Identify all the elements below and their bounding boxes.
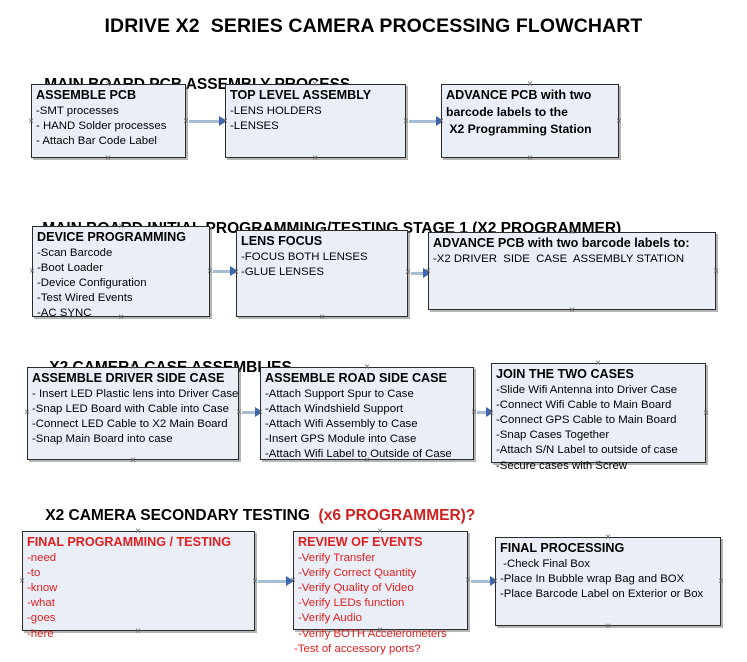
node-line: - Insert LED Plastic lens into Driver Ca…: [32, 387, 239, 400]
node-title: TOP LEVEL ASSEMBLY: [230, 88, 372, 102]
node-line: barcode labels to the: [446, 104, 568, 119]
node-line: -what: [27, 597, 55, 610]
node-line: -Scan Barcode: [37, 246, 113, 259]
node-line: -Slide Wifi Antenna into Driver Case: [496, 383, 678, 396]
connector-arrow: [477, 411, 489, 414]
node-line: X2 Programming Station: [446, 122, 592, 136]
node-line: -Verify BOTH Accelerometers: [298, 627, 447, 640]
node-line: -goes: [27, 612, 56, 625]
node-line-overflow: -Test of accessory ports?: [294, 642, 421, 655]
node-line: -Verify LEDs function: [298, 597, 405, 610]
node-assemble-pcb[interactable]: ASSEMBLE PCB -SMT processes - HAND Solde…: [31, 84, 186, 158]
node-line: -Secure cases with Screw: [496, 459, 628, 472]
connector-arrow: [242, 411, 258, 414]
node-line: -AC SYNC: [37, 307, 92, 320]
node-title: ADVANCE PCB with two barcode labels to:: [433, 236, 690, 250]
node-line: -to: [27, 566, 41, 579]
node-line: -Boot Loader: [37, 261, 103, 274]
node-line: -Verify Audio: [298, 612, 362, 625]
node-line: - HAND Solder processes: [36, 119, 167, 132]
node-advance-pcb-to-driver-side-case-station[interactable]: ADVANCE PCB with two barcode labels to: …: [428, 232, 716, 310]
connector-arrow: [258, 580, 289, 583]
node-top-level-assembly[interactable]: TOP LEVEL ASSEMBLY -LENS HOLDERS -LENSES: [225, 84, 406, 158]
node-line: -Connect LED Cable to X2 Main Board: [32, 417, 228, 430]
node-line: -Verify Transfer: [298, 551, 376, 564]
node-line: -Test Wired Events: [37, 292, 133, 305]
node-line: - Attach Bar Code Label: [36, 134, 157, 147]
node-line: -Insert GPS Module into Case: [265, 433, 417, 446]
node-line: -LENSES: [230, 119, 279, 132]
connector-arrow: [471, 580, 493, 583]
section-heading-text: X2 CAMERA SECONDARY TESTING: [45, 507, 315, 524]
node-device-programming[interactable]: DEVICE PROGRAMMING -Scan Barcode -Boot L…: [32, 226, 210, 319]
node-title: JOIN THE TWO CASES: [496, 367, 634, 381]
node-line: -Attach Windshield Support: [265, 402, 404, 415]
page-title: IDRIVE X2 SERIES CAMERA PROCESSING FLOWC…: [104, 15, 643, 37]
section-heading-x2-camera-secondary-testing: X2 CAMERA SECONDARY TESTING (x6 PROGRAMM…: [28, 489, 475, 543]
node-line: -Snap Cases Together: [496, 429, 610, 442]
node-line: -FOCUS BOTH LENSES: [241, 250, 368, 263]
node-assemble-driver-side-case[interactable]: ASSEMBLE DRIVER SIDE CASE - Insert LED P…: [27, 367, 239, 460]
node-title: REVIEW OF EVENTS: [298, 535, 423, 549]
arrowhead-icon: [436, 116, 444, 126]
node-line: -Connect GPS Cable to Main Board: [496, 413, 677, 426]
node-line: -Snap Main Board into case: [32, 433, 173, 446]
node-title: FINAL PROCESSING: [500, 541, 625, 555]
arrowhead-icon: [490, 576, 498, 586]
node-join-the-two-cases[interactable]: JOIN THE TWO CASES -Slide Wifi Antenna i…: [491, 363, 706, 472]
node-final-processing[interactable]: FINAL PROCESSING -Check Final Box -Place…: [495, 537, 721, 626]
arrowhead-icon: [423, 268, 431, 278]
connector-arrow: [213, 270, 233, 273]
arrowhead-icon: [219, 116, 227, 126]
node-review-of-events[interactable]: REVIEW OF EVENTS -Verify Transfer -Verif…: [293, 531, 468, 655]
node-line: -Verify Correct Quantity: [298, 566, 417, 579]
connector-arrow: [189, 120, 222, 123]
node-line: -LENS HOLDERS: [230, 104, 322, 117]
node-line: -Connect Wifi Cable to Main Board: [496, 398, 672, 411]
node-line: -Attach Wifi Label to Outside of Case: [265, 448, 452, 461]
node-title: ASSEMBLE PCB: [36, 88, 137, 102]
arrowhead-icon: [230, 266, 238, 276]
node-line: -here: [27, 627, 54, 640]
node-title: ASSEMBLE ROAD SIDE CASE: [265, 371, 447, 385]
node-title: ADVANCE PCB with two: [446, 88, 592, 102]
arrowhead-icon: [255, 407, 263, 417]
node-title: FINAL PROGRAMMING / TESTING: [27, 535, 232, 549]
node-line: -Place Barcode Label on Exterior or Box: [500, 587, 704, 600]
node-final-programming-testing[interactable]: FINAL PROGRAMMING / TESTING -need -to -k…: [22, 531, 255, 640]
node-line: -know: [27, 581, 58, 594]
connector-arrow: [409, 120, 439, 123]
node-line: -Attach Wifi Assembly to Case: [265, 417, 418, 430]
node-line: -X2 DRIVER SIDE CASE ASSEMBLY STATION: [433, 252, 685, 265]
node-line: -need: [27, 551, 57, 564]
connector-arrow: [411, 272, 426, 275]
node-title: ASSEMBLE DRIVER SIDE CASE: [32, 371, 225, 385]
section-heading-accent: (x6 PROGRAMMER)?: [314, 507, 476, 524]
arrowhead-icon: [486, 407, 494, 417]
node-line: -Attach S/N Label to outside of case: [496, 444, 678, 457]
node-line: -SMT processes: [36, 104, 119, 117]
node-line: -Snap LED Board with Cable into Case: [32, 402, 229, 415]
node-line: -GLUE LENSES: [241, 265, 324, 278]
node-title: DEVICE PROGRAMMING: [37, 230, 187, 244]
node-advance-pcb-to-x2-programming-station[interactable]: ADVANCE PCB with two barcode labels to t…: [441, 84, 619, 158]
node-lens-focus[interactable]: LENS FOCUS -FOCUS BOTH LENSES -GLUE LENS…: [236, 230, 408, 317]
node-line: -Attach Support Spur to Case: [265, 387, 414, 400]
node-line: -Place In Bubble wrap Bag and BOX: [500, 572, 685, 585]
arrowhead-icon: [286, 576, 294, 586]
node-line: -Check Final Box: [500, 557, 590, 570]
node-line: -Verify Quality of Video: [298, 581, 414, 594]
node-line: -Device Configuration: [37, 276, 147, 289]
node-title: LENS FOCUS: [241, 234, 323, 248]
node-assemble-road-side-case[interactable]: ASSEMBLE ROAD SIDE CASE -Attach Support …: [260, 367, 474, 460]
